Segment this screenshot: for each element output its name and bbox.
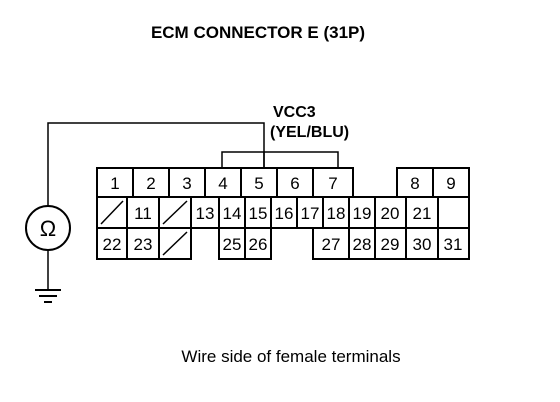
- pin-3: 3: [182, 174, 191, 193]
- signal-wire-color: (YEL/BLU): [270, 124, 349, 141]
- pin-17: 17: [301, 204, 320, 223]
- pin-18: 18: [327, 204, 346, 223]
- pin-6: 6: [290, 174, 299, 193]
- pin-30: 30: [413, 235, 432, 254]
- ground-icon: [35, 289, 61, 303]
- pin-2: 2: [146, 174, 155, 193]
- pin-13: 13: [196, 204, 215, 223]
- diagram-title: ECM CONNECTOR E (31P): [151, 23, 365, 42]
- pin-8: 8: [410, 174, 419, 193]
- pin-21: 21: [413, 204, 432, 223]
- meter-lead-top: [47, 122, 265, 206]
- pin-29: 29: [381, 235, 400, 254]
- pin-27: 27: [322, 235, 341, 254]
- diagram-caption: Wire side of female terminals: [181, 347, 400, 366]
- pin-20: 20: [381, 204, 400, 223]
- pin-4: 4: [218, 174, 227, 193]
- connector-housing: [96, 167, 470, 260]
- ohmmeter-icon: Ω: [25, 205, 71, 251]
- diagonal-slash-icon: [100, 200, 188, 256]
- pin-15: 15: [249, 204, 268, 223]
- pin-14: 14: [223, 204, 242, 223]
- vcc3-wire-right: [264, 151, 339, 170]
- pin-5: 5: [254, 174, 263, 193]
- pin-25: 25: [223, 235, 242, 254]
- pin-26: 26: [249, 235, 268, 254]
- pin-19: 19: [353, 204, 372, 223]
- pin-22: 22: [103, 235, 122, 254]
- pin-28: 28: [353, 235, 372, 254]
- pin-23: 23: [134, 235, 153, 254]
- signal-name: VCC3: [273, 104, 316, 121]
- pin-7: 7: [328, 174, 337, 193]
- pin-11: 11: [134, 204, 152, 223]
- pin-1: 1: [110, 174, 119, 193]
- pin-16: 16: [275, 204, 294, 223]
- pin-31: 31: [444, 235, 463, 254]
- pin-9: 9: [446, 174, 455, 193]
- ohm-symbol: Ω: [40, 216, 56, 241]
